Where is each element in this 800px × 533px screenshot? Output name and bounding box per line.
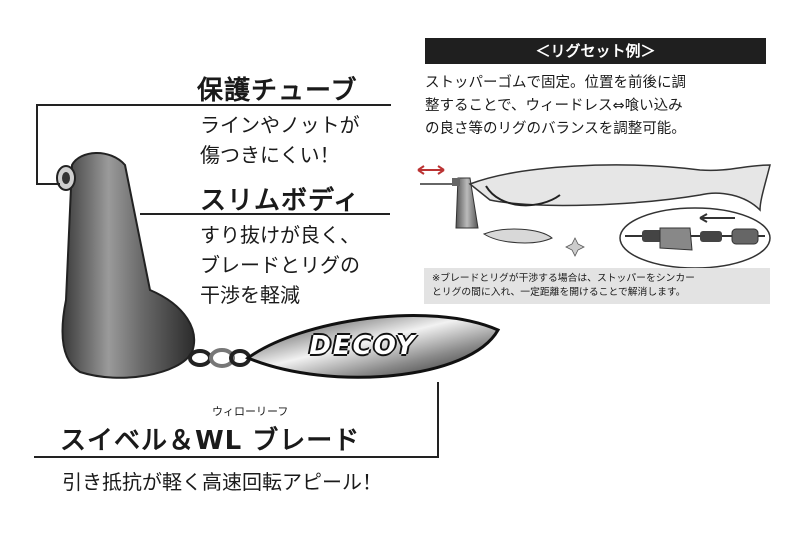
body-underline [140, 213, 390, 215]
protect-tube-desc-line: 傷つきにくい！ [200, 143, 340, 167]
rig-note-line: ※ブレードとリグが干渉する場合は、ストッパーをシンカー [432, 273, 695, 284]
swivel-icon [188, 348, 251, 368]
slim-body-title: スリムボディ [200, 186, 361, 216]
blade-title: スイベル＆WL ブレード [60, 426, 361, 456]
rig-example-text: ストッパーゴムで固定。位置を前後に調 整することで、ウィードレス⇔喰い込み の良… [425, 72, 770, 141]
rig-note-box [424, 268, 770, 304]
protect-tube-desc: ラインやノットが 傷つきにくい！ [200, 110, 360, 170]
rig-text-line: 整することで、ウィードレス⇔喰い込み [425, 98, 683, 114]
blade-desc: 引き抵抗が軽く高速回転アピール！ [62, 470, 382, 494]
slim-body-desc: すり抜けが良く、 ブレードとリグの 干渉を軽減 [200, 220, 360, 310]
rig-text-line: ストッパーゴムで固定。位置を前後に調 [425, 75, 686, 91]
tube-leader-vertical [36, 104, 38, 184]
rig-example-header: ＜リグセット例＞ [425, 38, 766, 64]
willow-blade-icon [244, 314, 501, 379]
blade-ruby: ウィローリーフ [212, 405, 289, 418]
protect-tube-title: 保護チューブ [197, 76, 358, 106]
rig-illustration [417, 164, 771, 269]
blade-leader-vertical [437, 382, 439, 458]
protect-tube-desc-line: ラインやノットが [200, 113, 360, 137]
sinker-body [56, 152, 196, 379]
rig-text-line: の良さ等のリグのバランスを調整可能。 [425, 121, 686, 137]
tube-leader-horizontal [36, 183, 60, 185]
slim-body-desc-line: 干渉を軽減 [200, 283, 300, 307]
tube-underline [36, 104, 391, 106]
rig-note-text: ※ブレードとリグが干渉する場合は、ストッパーをシンカー とリグの間に入れ、一定距… [432, 272, 768, 300]
rig-note-line: とリグの間に入れ、一定距離を開けることで解消します。 [432, 287, 686, 298]
decoy-logo: DECOY [309, 331, 417, 361]
slim-body-desc-line: ブレードとリグの [200, 253, 360, 277]
slim-body-desc-line: すり抜けが良く、 [200, 223, 360, 247]
blade-underline [34, 456, 439, 458]
